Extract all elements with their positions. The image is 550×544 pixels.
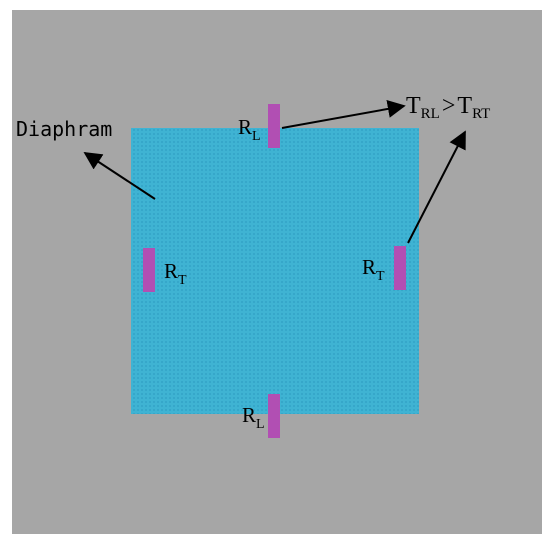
resistor-bottom-label-main: R: [242, 403, 256, 427]
resistor-top: [268, 104, 280, 148]
resistor-left: [143, 248, 155, 292]
arrow-right-resistor-to-relation: [407, 130, 466, 244]
resistor-top-label-main: R: [238, 115, 252, 139]
relation-label: TRL>TRT: [406, 93, 490, 122]
resistor-top-label: RL: [238, 115, 261, 144]
resistor-top-label-sub: L: [252, 129, 261, 144]
resistor-right-label-sub: T: [376, 269, 385, 284]
resistor-bottom-label-sub: L: [256, 417, 265, 432]
arrow-top-resistor-to-relation: [281, 100, 406, 129]
resistor-right-label-main: R: [362, 255, 376, 279]
relation-operator: >: [442, 93, 456, 119]
relation-right-sub: RT: [472, 106, 490, 122]
relation-left-main: T: [406, 93, 421, 119]
resistor-left-label-sub: T: [178, 273, 187, 288]
resistor-left-label: RT: [164, 259, 187, 288]
resistor-right: [394, 246, 406, 290]
resistor-right-label: RT: [362, 255, 385, 284]
arrow-diaphragm: [83, 152, 156, 200]
resistor-bottom-label: RL: [242, 403, 265, 432]
relation-left-sub: RL: [421, 106, 440, 122]
diaphragm-label: Diaphram: [16, 117, 112, 141]
resistor-bottom: [268, 394, 280, 438]
diaphragm: [131, 128, 419, 414]
relation-right-main: T: [457, 93, 472, 119]
resistor-left-label-main: R: [164, 259, 178, 283]
